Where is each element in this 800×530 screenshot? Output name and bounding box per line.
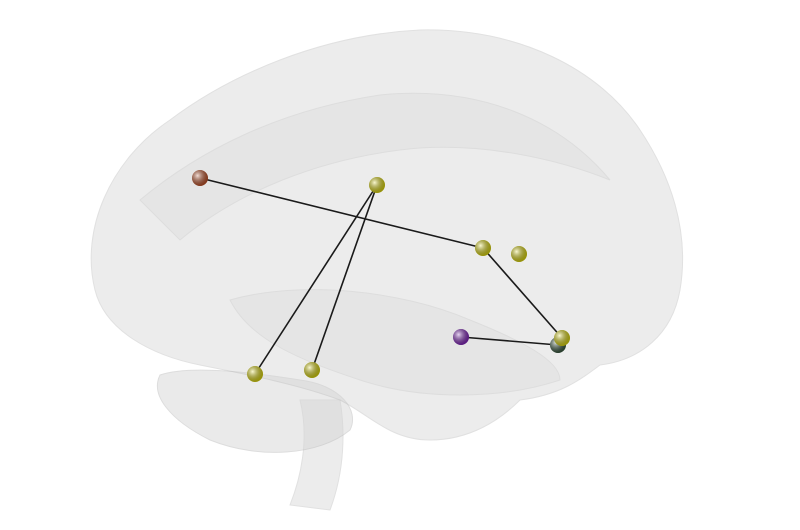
edge-n2-n3 — [311, 184, 378, 371]
node-n9 — [247, 366, 263, 382]
edges — [199, 177, 563, 375]
edge-n8-n6 — [460, 336, 559, 346]
node-n2 — [369, 177, 385, 193]
nodes — [192, 170, 570, 382]
edge-n1-n4 — [199, 177, 484, 249]
cerebrum — [90, 29, 684, 441]
cerebellum — [157, 369, 353, 453]
node-n4 — [475, 240, 491, 256]
cerebrum-fold — [139, 92, 611, 241]
node-n3 — [304, 362, 320, 378]
edge-n2-n9 — [254, 184, 378, 375]
edge-n4-n7 — [482, 247, 563, 339]
node-n5 — [511, 246, 527, 262]
brain-surface — [90, 29, 684, 511]
node-n1 — [192, 170, 208, 186]
node-n8 — [453, 329, 469, 345]
node-n7 — [554, 330, 570, 346]
